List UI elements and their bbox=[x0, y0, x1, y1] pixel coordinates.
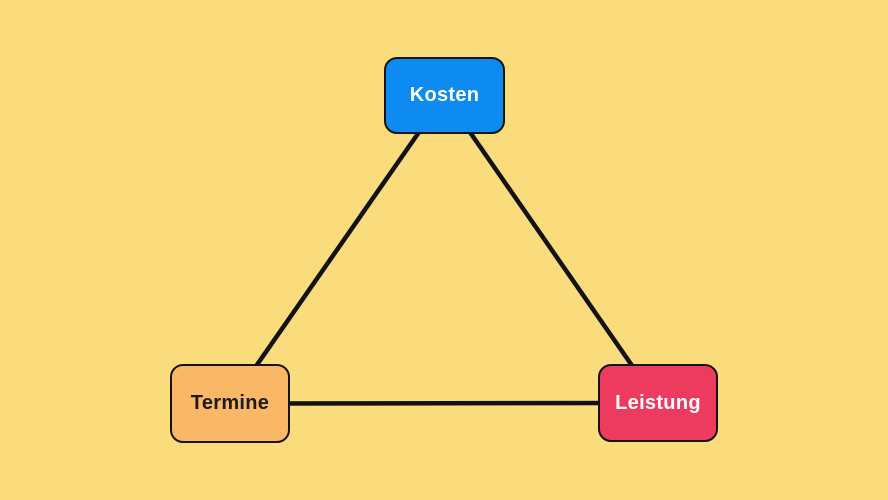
edge-termine-leistung bbox=[227, 400, 661, 406]
edge-kosten-termine bbox=[227, 93, 447, 406]
edge-kosten-leistung bbox=[442, 93, 661, 406]
node-leistung: Leistung bbox=[598, 364, 718, 442]
node-leistung-label: Leistung bbox=[615, 391, 701, 414]
node-termine: Termine bbox=[170, 364, 290, 443]
node-kosten: Kosten bbox=[384, 57, 505, 134]
node-kosten-label: Kosten bbox=[409, 84, 480, 106]
node-termine-label: Termine bbox=[190, 392, 270, 414]
